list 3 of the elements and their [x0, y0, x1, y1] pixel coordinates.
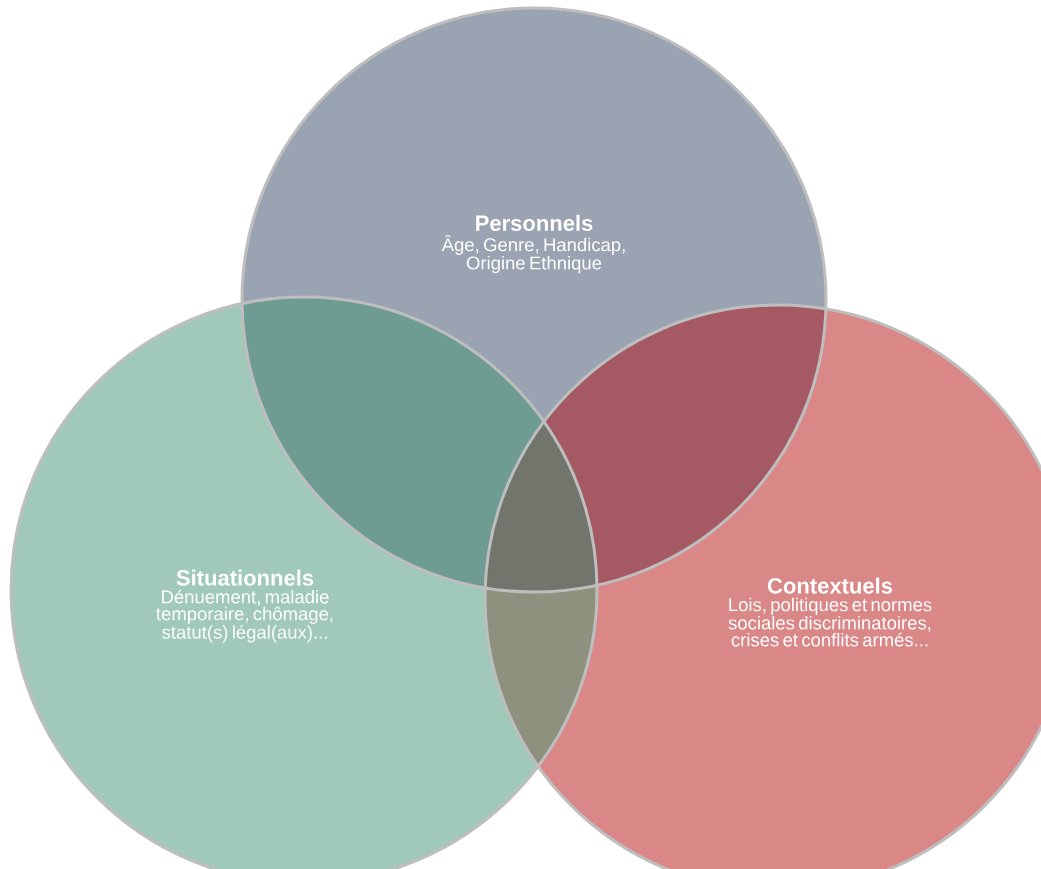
- circle-label: Situationnels Dénuement, maladie temporaire, chômage, statut(s) légal(aux)...: [156, 569, 333, 643]
- circle-label: Personnels Âge, Genre, Handicap, Origine Ethnique: [441, 214, 625, 274]
- circle-label: Contextuels Lois, politiques et normes sociales discriminatoires, crises et conflits armés...: [728, 577, 932, 647]
